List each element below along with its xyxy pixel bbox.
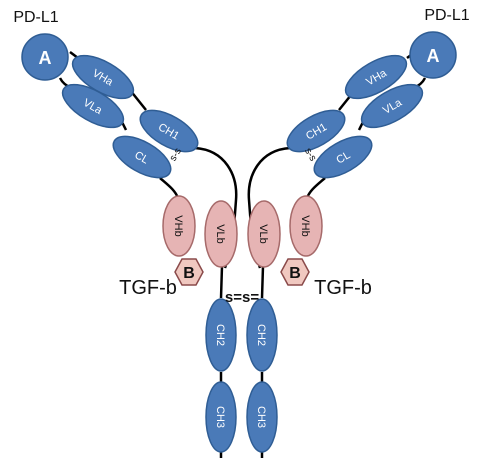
domain-vlb-right-label: VLb: [257, 224, 269, 244]
domain-ch2-left-label: CH2: [214, 324, 226, 346]
domain-ch1-left: CH1: [139, 109, 199, 153]
domain-a-right: A: [409, 31, 457, 79]
domain-cl-left: CL: [112, 135, 172, 179]
domain-vlb-right: VLb: [247, 200, 281, 268]
ligand-label-right: TGF-b: [314, 277, 372, 299]
target-label-left: PD-L1: [13, 9, 58, 26]
domain-vhb-left-label: VHb: [172, 215, 184, 236]
linker-vlb-ch2-right: [260, 265, 265, 299]
domain-b-left: B: [174, 258, 204, 286]
domain-ch3-left: CH3: [205, 381, 237, 453]
domain-ch3-right: CH3: [246, 381, 278, 453]
domain-a-right-label: A: [427, 46, 440, 66]
domain-ch2-right-label: CH2: [255, 324, 267, 346]
linker-ch1-hinge-right: [247, 146, 291, 269]
linker-vlb-ch2-left: [219, 265, 224, 299]
domain-vla-left: VLa: [61, 83, 125, 129]
domain-vlb-left-label: VLb: [214, 224, 226, 244]
domain-vhb-left: VHb: [162, 195, 196, 257]
domain-ch2-left: CH2: [205, 298, 237, 372]
domain-vhb-right-label: VHb: [299, 215, 311, 236]
left-arm: A VHa VLa CH1 CL s-s VHb: [21, 33, 238, 453]
domain-b-right-label: B: [289, 265, 301, 282]
domain-a-left: A: [21, 33, 69, 81]
domain-vla-right: VLa: [360, 83, 424, 129]
domain-ch1-right: CH1: [286, 109, 346, 153]
domain-b-left-label: B: [183, 265, 195, 282]
domain-cl-right: CL: [313, 135, 373, 179]
right-arm: A VHa VLa CH1 CL s-s VHb VLb: [246, 31, 457, 453]
domain-ch3-right-label: CH3: [255, 406, 267, 428]
hinge-disulfide: s=s=: [225, 289, 259, 306]
domain-b-right: B: [280, 258, 310, 286]
domain-vha-right: VHa: [344, 54, 408, 100]
linker-cl-vhb-right: [305, 177, 326, 199]
domain-ch3-left-label: CH3: [214, 406, 226, 428]
domain-vlb-left: VLb: [204, 200, 238, 268]
target-label-right: PD-L1: [424, 7, 469, 24]
linker-cl-vhb-left: [159, 177, 180, 199]
domain-a-left-label: A: [39, 48, 52, 68]
domain-vhb-right: VHb: [289, 195, 323, 257]
linker-ch1-hinge-left: [194, 146, 238, 269]
ligand-label-left: TGF-b: [119, 277, 177, 299]
domain-ch2-right: CH2: [246, 298, 278, 372]
